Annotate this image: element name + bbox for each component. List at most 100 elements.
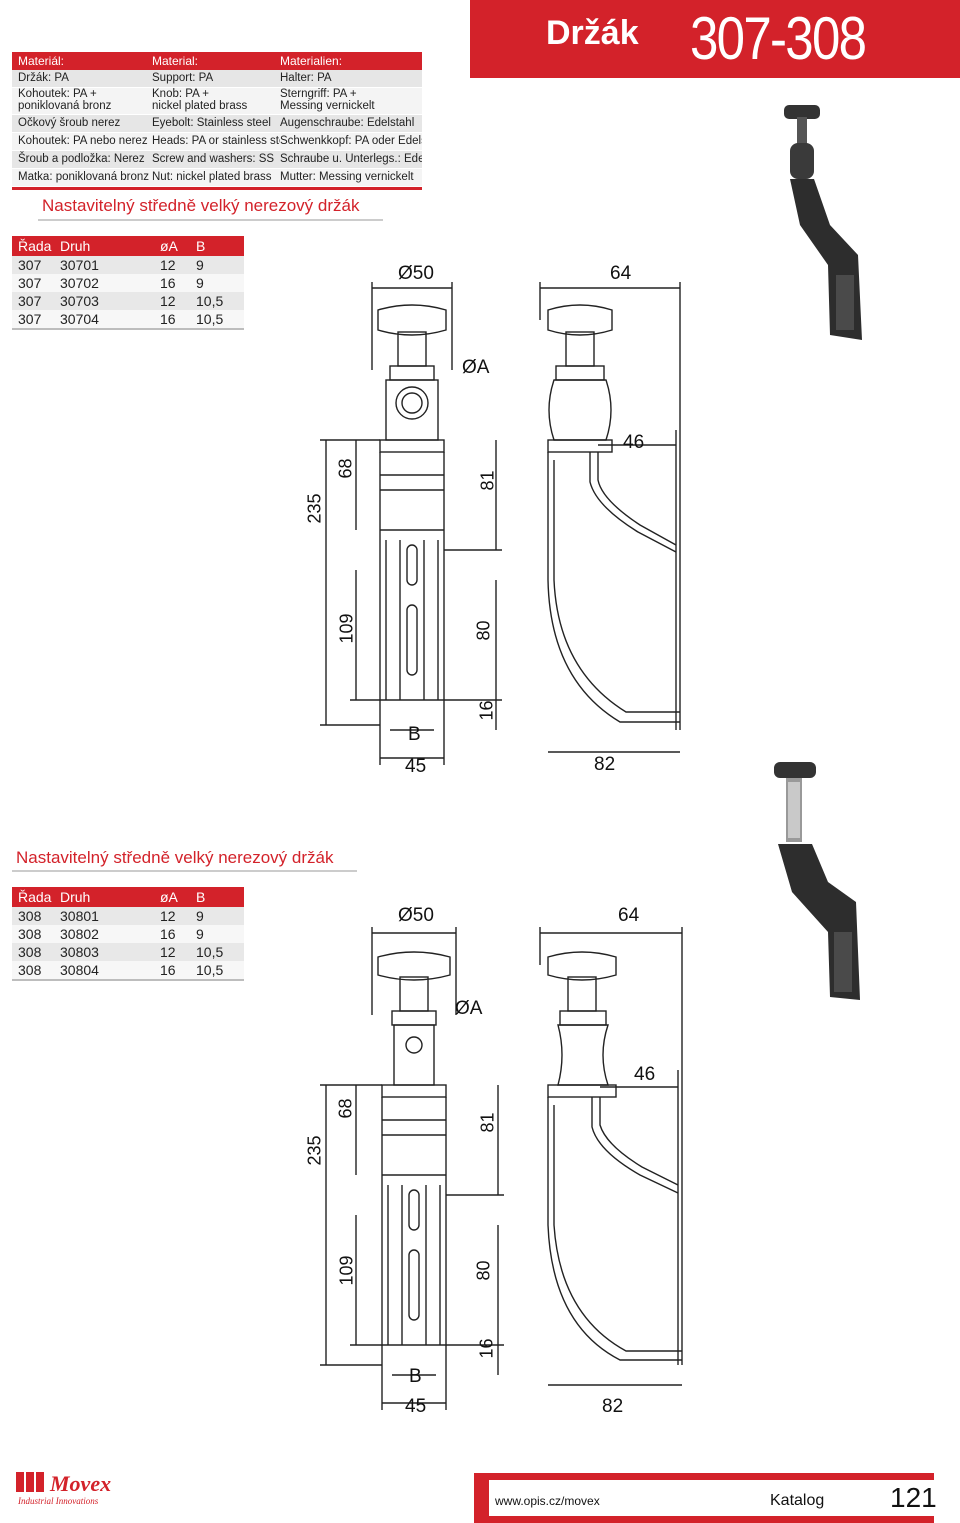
section-underline: [12, 870, 357, 872]
dim-68: 68: [335, 1098, 356, 1119]
table-cell: 308: [18, 908, 42, 924]
dim-109: 109: [336, 1255, 357, 1286]
dim-b: B: [409, 1366, 422, 1387]
materials-row: Držák: PA Support: PA Halter: PA: [12, 70, 422, 88]
svg-text:Movex: Movex: [49, 1471, 111, 1496]
table-cell: 12: [160, 908, 176, 924]
footer-panel: [489, 1480, 934, 1516]
materials-underline: [12, 187, 422, 190]
table-cell: 308: [18, 962, 42, 978]
materials-cell: Mutter: Messing vernickelt: [280, 171, 414, 183]
technical-drawing-308: [320, 927, 683, 1410]
page-number: 121: [890, 1482, 937, 1513]
table-cell: 12: [160, 944, 176, 960]
materials-cell-line: Knob: PA +: [152, 88, 210, 100]
spec-header-cell: Druh: [60, 238, 91, 254]
table-cell: 16: [160, 275, 176, 291]
product-photo-307: [784, 105, 862, 340]
dim-80: 80: [473, 620, 494, 641]
table-cell: 9: [196, 257, 204, 273]
materials-cell-line: nickel plated brass: [152, 100, 248, 112]
table-row: 307 30702 16 9: [12, 274, 244, 292]
table-cell: 308: [18, 944, 42, 960]
table-cell: 30703: [60, 293, 99, 309]
dim-45: 45: [405, 1396, 427, 1417]
dim-80: 80: [473, 1260, 494, 1281]
spec-table-308: Řada Druh øA B 308 30801 12 9 308 30802 …: [12, 887, 244, 981]
spec-header: Řada Druh øA B: [12, 887, 244, 907]
materials-cell: Halter: PA: [280, 72, 332, 84]
materials-row: Kohoutek: PA nebo nerez Heads: PA or sta…: [12, 133, 422, 151]
materials-cell: Knob: PA + nickel plated brass: [152, 88, 280, 114]
materials-row: Šroub a podložka: Nerez Screw and washer…: [12, 151, 422, 169]
table-cell: 308: [18, 926, 42, 942]
table-row: 307 30701 12 9: [12, 256, 244, 274]
table-cell: 307: [18, 311, 42, 327]
dim-82: 82: [602, 1396, 624, 1417]
dim-diameter-50: Ø50: [398, 263, 434, 284]
materials-cell: Schwenkkopf: PA oder Edelstahl: [280, 135, 422, 147]
materials-header-en: Material:: [152, 54, 199, 68]
materials-cell-line: Messing vernickelt: [280, 100, 375, 112]
spec-header: Řada Druh øA B: [12, 236, 244, 256]
materials-cell-line: Kohoutek: PA +: [18, 88, 97, 100]
table-cell: 307: [18, 257, 42, 273]
spec-table-end: [12, 328, 244, 330]
spec-header-cell: øA: [160, 238, 178, 254]
svg-text:Industrial Innovations: Industrial Innovations: [17, 1496, 99, 1506]
table-row: 307 30704 16 10,5: [12, 310, 244, 328]
materials-cell-line: Sterngriff: PA +: [280, 88, 357, 100]
spec-header-cell: Řada: [18, 238, 52, 254]
table-cell: 30801: [60, 908, 99, 924]
materials-cell: Screw and washers: SS: [152, 153, 275, 165]
materials-cell: Matka: poniklovaná bronz: [18, 171, 150, 183]
materials-cell-line: poniklovaná bronz: [18, 100, 112, 112]
table-cell: 12: [160, 293, 176, 309]
materials-header-de: Materialien:: [280, 54, 343, 68]
product-code: 307-308: [690, 5, 867, 72]
materials-cell: Očkový šroub nerez: [18, 117, 121, 129]
materials-cell: Heads: PA or stainless steel: [152, 135, 280, 147]
footer-url-link[interactable]: www.opis.cz/movex: [495, 1494, 600, 1508]
table-cell: 16: [160, 311, 176, 327]
table-cell: 30702: [60, 275, 99, 291]
table-row: 308 30803 12 10,5: [12, 943, 244, 961]
table-row: 308 30804 16 10,5: [12, 961, 244, 979]
materials-cell: Šroub a podložka: Nerez: [18, 153, 145, 165]
dim-diameter-a: ØA: [462, 357, 490, 378]
dim-46: 46: [623, 432, 645, 453]
spec-header-cell: Řada: [18, 889, 52, 905]
spec-header-cell: B: [196, 889, 206, 905]
page-title: Držák: [546, 14, 639, 52]
section-title: Nastavitelný středně velký nerezový držá…: [42, 196, 360, 215]
spec-header-cell: øA: [160, 889, 178, 905]
dim-81: 81: [477, 1112, 498, 1133]
table-row: 308 30802 16 9: [12, 925, 244, 943]
materials-row: Očkový šroub nerez Eyebolt: Stainless st…: [12, 115, 422, 133]
table-cell: 16: [160, 962, 176, 978]
dim-64: 64: [610, 263, 632, 284]
table-row: 307 30703 12 10,5: [12, 292, 244, 310]
table-cell: 10,5: [196, 293, 224, 309]
spec-header-cell: B: [196, 238, 206, 254]
movex-logo: Movex Industrial Innovations: [16, 1471, 111, 1506]
table-cell: 307: [18, 293, 42, 309]
table-cell: 9: [196, 275, 204, 291]
materials-cell: Sterngriff: PA + Messing vernickelt: [280, 88, 422, 114]
table-cell: 9: [196, 926, 204, 942]
table-row: 308 30801 12 9: [12, 907, 244, 925]
spec-header-cell: Druh: [60, 889, 91, 905]
technical-drawing-307: [320, 282, 681, 765]
dim-82: 82: [594, 754, 616, 775]
dim-235: 235: [304, 493, 325, 524]
product-photo-308: [774, 762, 860, 1000]
materials-cell: Držák: PA: [18, 72, 69, 84]
table-cell: 30704: [60, 311, 99, 327]
materials-cell: Schraube u. Unterlegs.: Edelstahl: [280, 153, 422, 165]
dim-68: 68: [335, 458, 356, 479]
dim-diameter-50: Ø50: [398, 905, 434, 926]
table-cell: 30701: [60, 257, 99, 273]
dim-81: 81: [477, 470, 498, 491]
dim-109: 109: [336, 613, 357, 644]
dim-b: B: [408, 724, 421, 745]
